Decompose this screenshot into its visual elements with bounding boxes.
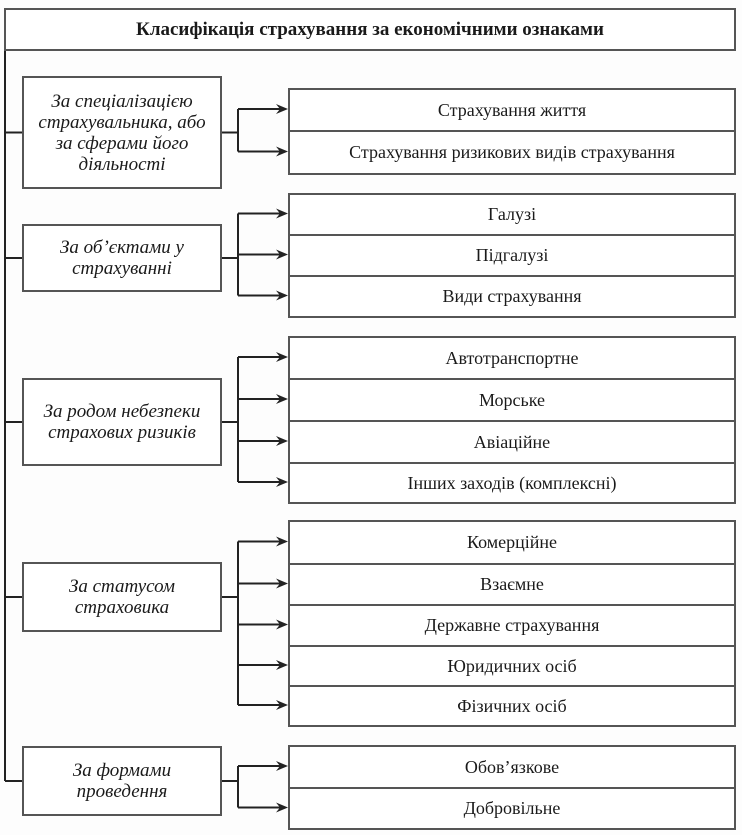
category-box: За статусом страховика [22,562,222,632]
arrow-head-icon [276,578,288,589]
subcategory-box: Фізичних осіб [288,685,736,727]
subcategory-box: Види страхування [288,275,736,318]
subcategory-box: Обов’язкове [288,745,736,789]
subcategory-box: Страхування життя [288,88,736,132]
subcategory-box: Морське [288,378,736,422]
subcategory-box: Комерційне [288,520,736,565]
arrow-head-icon [276,700,288,710]
arrow-head-icon [276,290,288,301]
subcategory-box: Авіаційне [288,420,736,464]
category-box: За об’єктами у страхуванні [22,224,222,292]
subcategory-box: Юридичних осіб [288,645,736,687]
subcategory-box: Взаємне [288,563,736,606]
arrow-head-icon [276,146,288,157]
subcategory-box: Підгалузі [288,234,736,277]
arrow-head-icon [276,436,288,446]
subcategory-box: Інших заходів (комплексні) [288,462,736,504]
arrow-head-icon [276,249,288,260]
subcategory-box: Страхування ризикових видів страхування [288,130,736,175]
category-box: За родом небезпеки страхових ризиків [22,378,222,466]
arrow-head-icon [276,352,288,362]
subcategory-box: Державне страхування [288,604,736,647]
arrow-head-icon [276,394,288,404]
arrow-head-icon [276,104,288,114]
diagram-title: Класифікація страхування за економічними… [4,8,736,51]
subcategory-box: Автотранспортне [288,336,736,380]
arrow-head-icon [276,660,288,670]
subcategory-box: Галузі [288,193,736,236]
arrow-head-icon [276,477,288,487]
category-box: За спеціалізацією страхувальника, або за… [22,76,222,189]
subcategory-box: Добровільне [288,787,736,830]
category-box: За формами проведення [22,746,222,816]
arrow-head-icon [276,802,288,813]
arrow-head-icon [276,761,288,771]
arrow-head-icon [276,619,288,630]
arrow-head-icon [276,536,288,547]
arrow-head-icon [276,208,288,219]
